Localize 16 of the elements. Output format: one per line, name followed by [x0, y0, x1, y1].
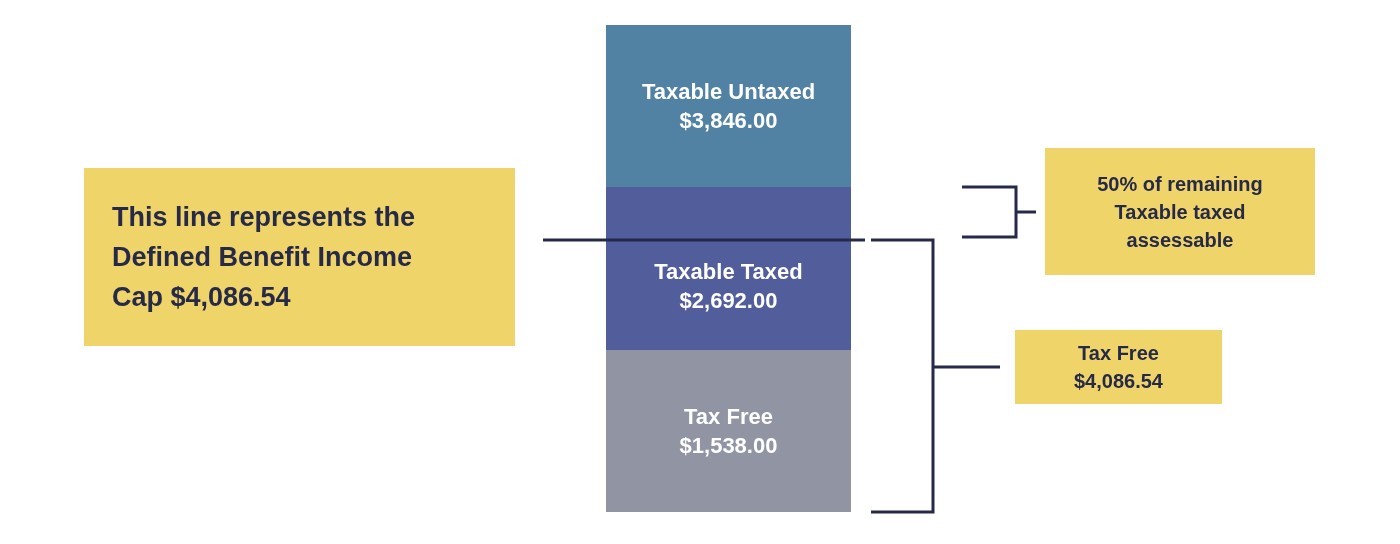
callout-box: [1015, 330, 1222, 404]
amount-value: $1,538.00: [679, 432, 778, 460]
callout-text: This line represents the Defined Benefit Income Cap $4,086.54: [112, 201, 417, 314]
segment-label: Taxable Untaxed: [641, 78, 816, 106]
callout-text: 50% of remaining Taxable taxed assessable: [1096, 171, 1264, 253]
callout-heading: Tax Free: [1078, 341, 1159, 366]
callout-box: [84, 168, 515, 346]
bar-segment: [606, 187, 851, 350]
bar-segment: [606, 25, 851, 187]
segment-label: Tax Free: [684, 403, 773, 431]
amount-value: $4,086.54: [1074, 369, 1163, 394]
callout-box: [1045, 148, 1315, 275]
bar-segment: [606, 350, 851, 512]
amount-value: $2,692.00: [679, 286, 778, 315]
segment-label: Taxable Taxed: [654, 257, 803, 286]
amount-value: $3,846.00: [679, 107, 778, 135]
